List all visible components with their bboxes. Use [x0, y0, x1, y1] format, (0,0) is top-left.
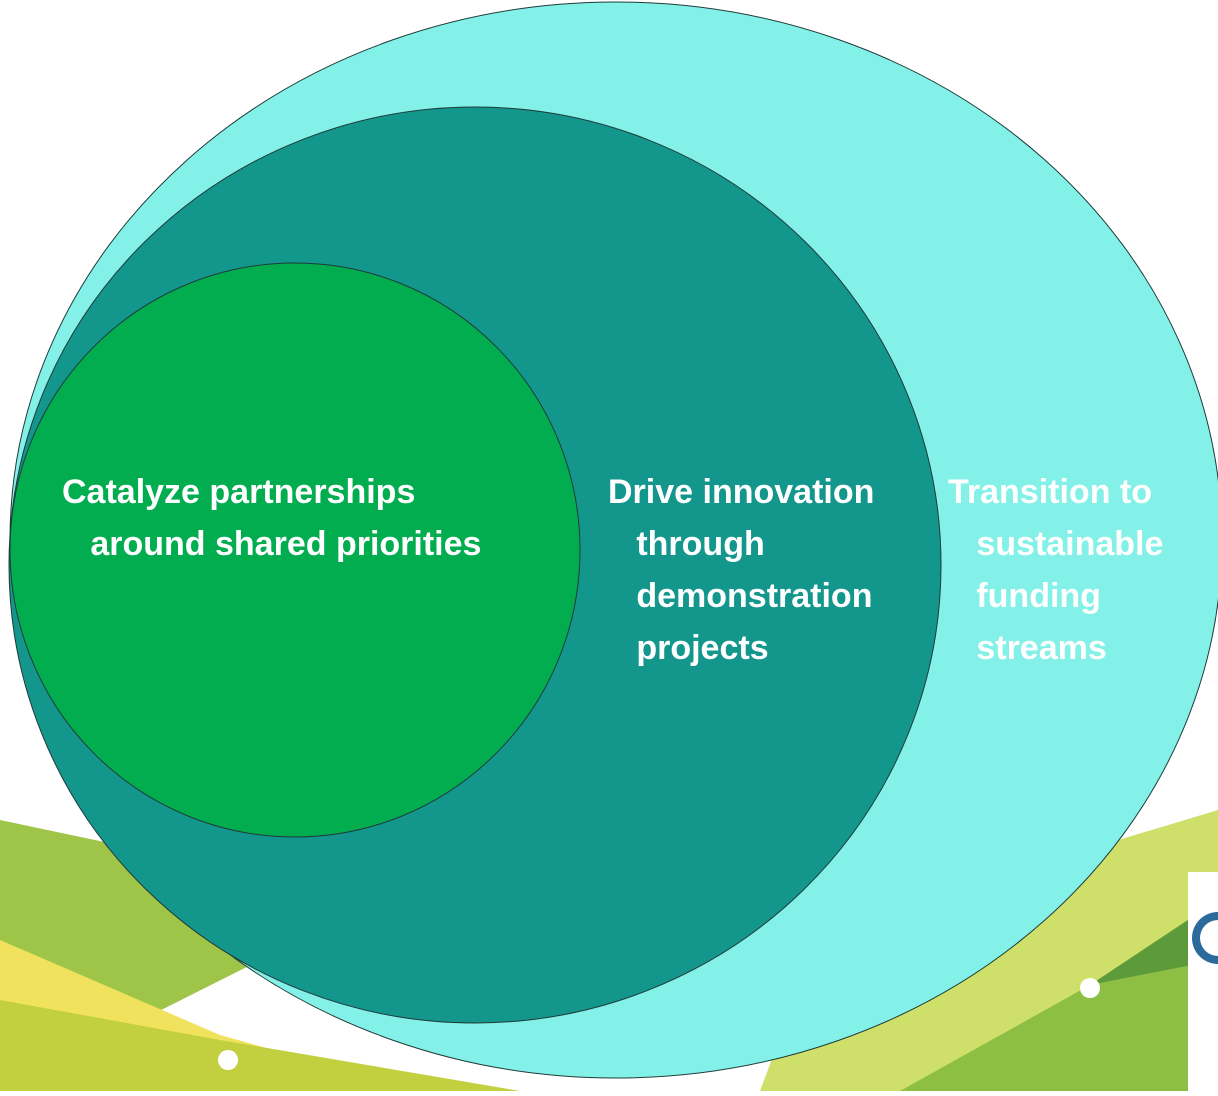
circle-label-drive-innovation: Drive innovation through demonstration p… — [608, 473, 875, 667]
band-shape-olive — [0, 1000, 520, 1091]
band-shape-right-green — [900, 960, 1218, 1091]
circle-label-transition: Transition to sustainable funding stream… — [948, 473, 1164, 667]
band-shape-right-dark — [1090, 900, 1218, 985]
logo-card — [1188, 872, 1218, 1091]
circle-label-catalyze: Catalyze partnerships around shared prio… — [62, 473, 482, 563]
band-dot-left — [218, 1050, 238, 1070]
circle-inner — [9, 262, 581, 838]
band-dot-right — [1080, 978, 1100, 998]
logo-mark — [1192, 912, 1218, 964]
